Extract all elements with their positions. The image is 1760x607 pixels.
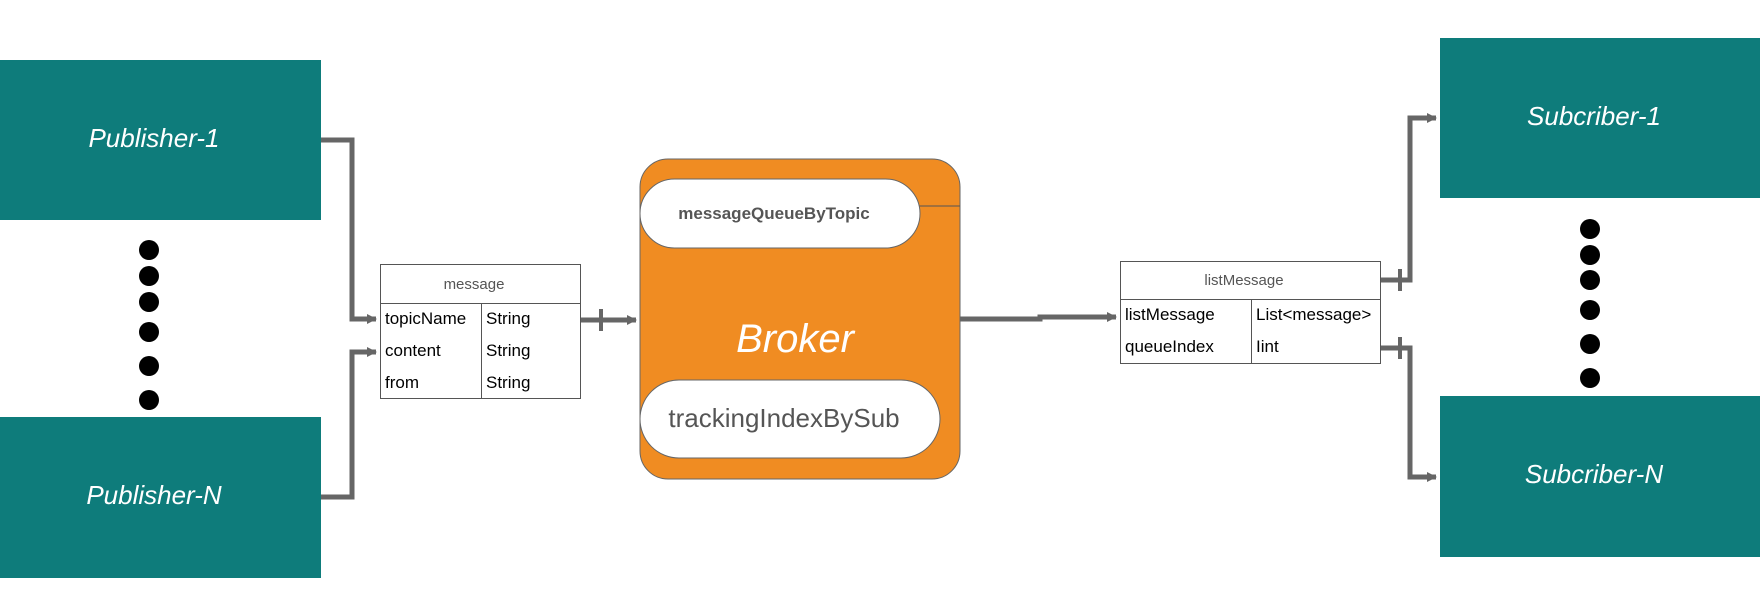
broker-to-list-connector	[960, 312, 1117, 322]
subscriber-ellipsis	[1580, 219, 1600, 388]
ellipsis-dot	[1580, 300, 1600, 320]
subscriber-1-label: Subcriber-1	[1527, 101, 1661, 131]
ellipsis-dot	[1580, 270, 1600, 290]
table-cell-field: listMessage	[1125, 305, 1215, 324]
tracking-label: trackingIndexBySub	[668, 403, 899, 433]
table-cell-type: List<message>	[1256, 305, 1371, 324]
ellipsis-dot	[1580, 368, 1600, 388]
table-cell-field: content	[385, 341, 441, 360]
broker-label: Broker	[736, 317, 855, 361]
list-to-subscriber-1-connector	[1381, 113, 1437, 283]
broker-node[interactable]: messageQueueByTopic Broker trackingIndex…	[639, 158, 961, 480]
ellipsis-dot	[139, 356, 159, 376]
ellipsis-dot	[139, 390, 159, 410]
table-cell-type: Iint	[1256, 337, 1279, 356]
publisher-n-node[interactable]: Publisher-N	[0, 417, 321, 578]
table-cell-field: queueIndex	[1125, 337, 1214, 356]
publisher-n-connector	[321, 347, 377, 500]
message-table-title: message	[444, 276, 505, 293]
message-table: message topicName String content String …	[380, 264, 581, 399]
ellipsis-dot	[139, 292, 159, 312]
ellipsis-dot	[1580, 334, 1600, 354]
table-cell-type: String	[486, 309, 530, 328]
table-cell-type: String	[486, 341, 530, 360]
ellipsis-dot	[139, 240, 159, 260]
ellipsis-dot	[139, 322, 159, 342]
publisher-1-node[interactable]: Publisher-1	[0, 60, 321, 220]
list-message-table: listMessage listMessage List<message> qu…	[1120, 261, 1381, 364]
ellipsis-dot	[1580, 245, 1600, 265]
list-table-title: listMessage	[1204, 272, 1283, 289]
publisher-ellipsis	[139, 240, 159, 410]
queue-label: messageQueueByTopic	[678, 204, 869, 223]
publisher-1-connector	[321, 137, 377, 324]
queue-pill	[639, 178, 921, 249]
subscriber-n-label: Subcriber-N	[1525, 459, 1663, 489]
subscriber-1-node[interactable]: Subcriber-1	[1440, 38, 1760, 198]
table-cell-field: from	[385, 373, 419, 392]
table-cell-field: topicName	[385, 309, 466, 328]
list-to-subscriber-n-connector	[1381, 345, 1437, 482]
subscriber-n-node[interactable]: Subcriber-N	[1440, 396, 1760, 557]
ellipsis-dot	[139, 266, 159, 286]
table-cell-type: String	[486, 373, 530, 392]
publisher-n-label: Publisher-N	[86, 480, 222, 510]
publisher-1-label: Publisher-1	[88, 123, 219, 153]
tracking-pill	[639, 379, 941, 459]
ellipsis-dot	[1580, 219, 1600, 239]
